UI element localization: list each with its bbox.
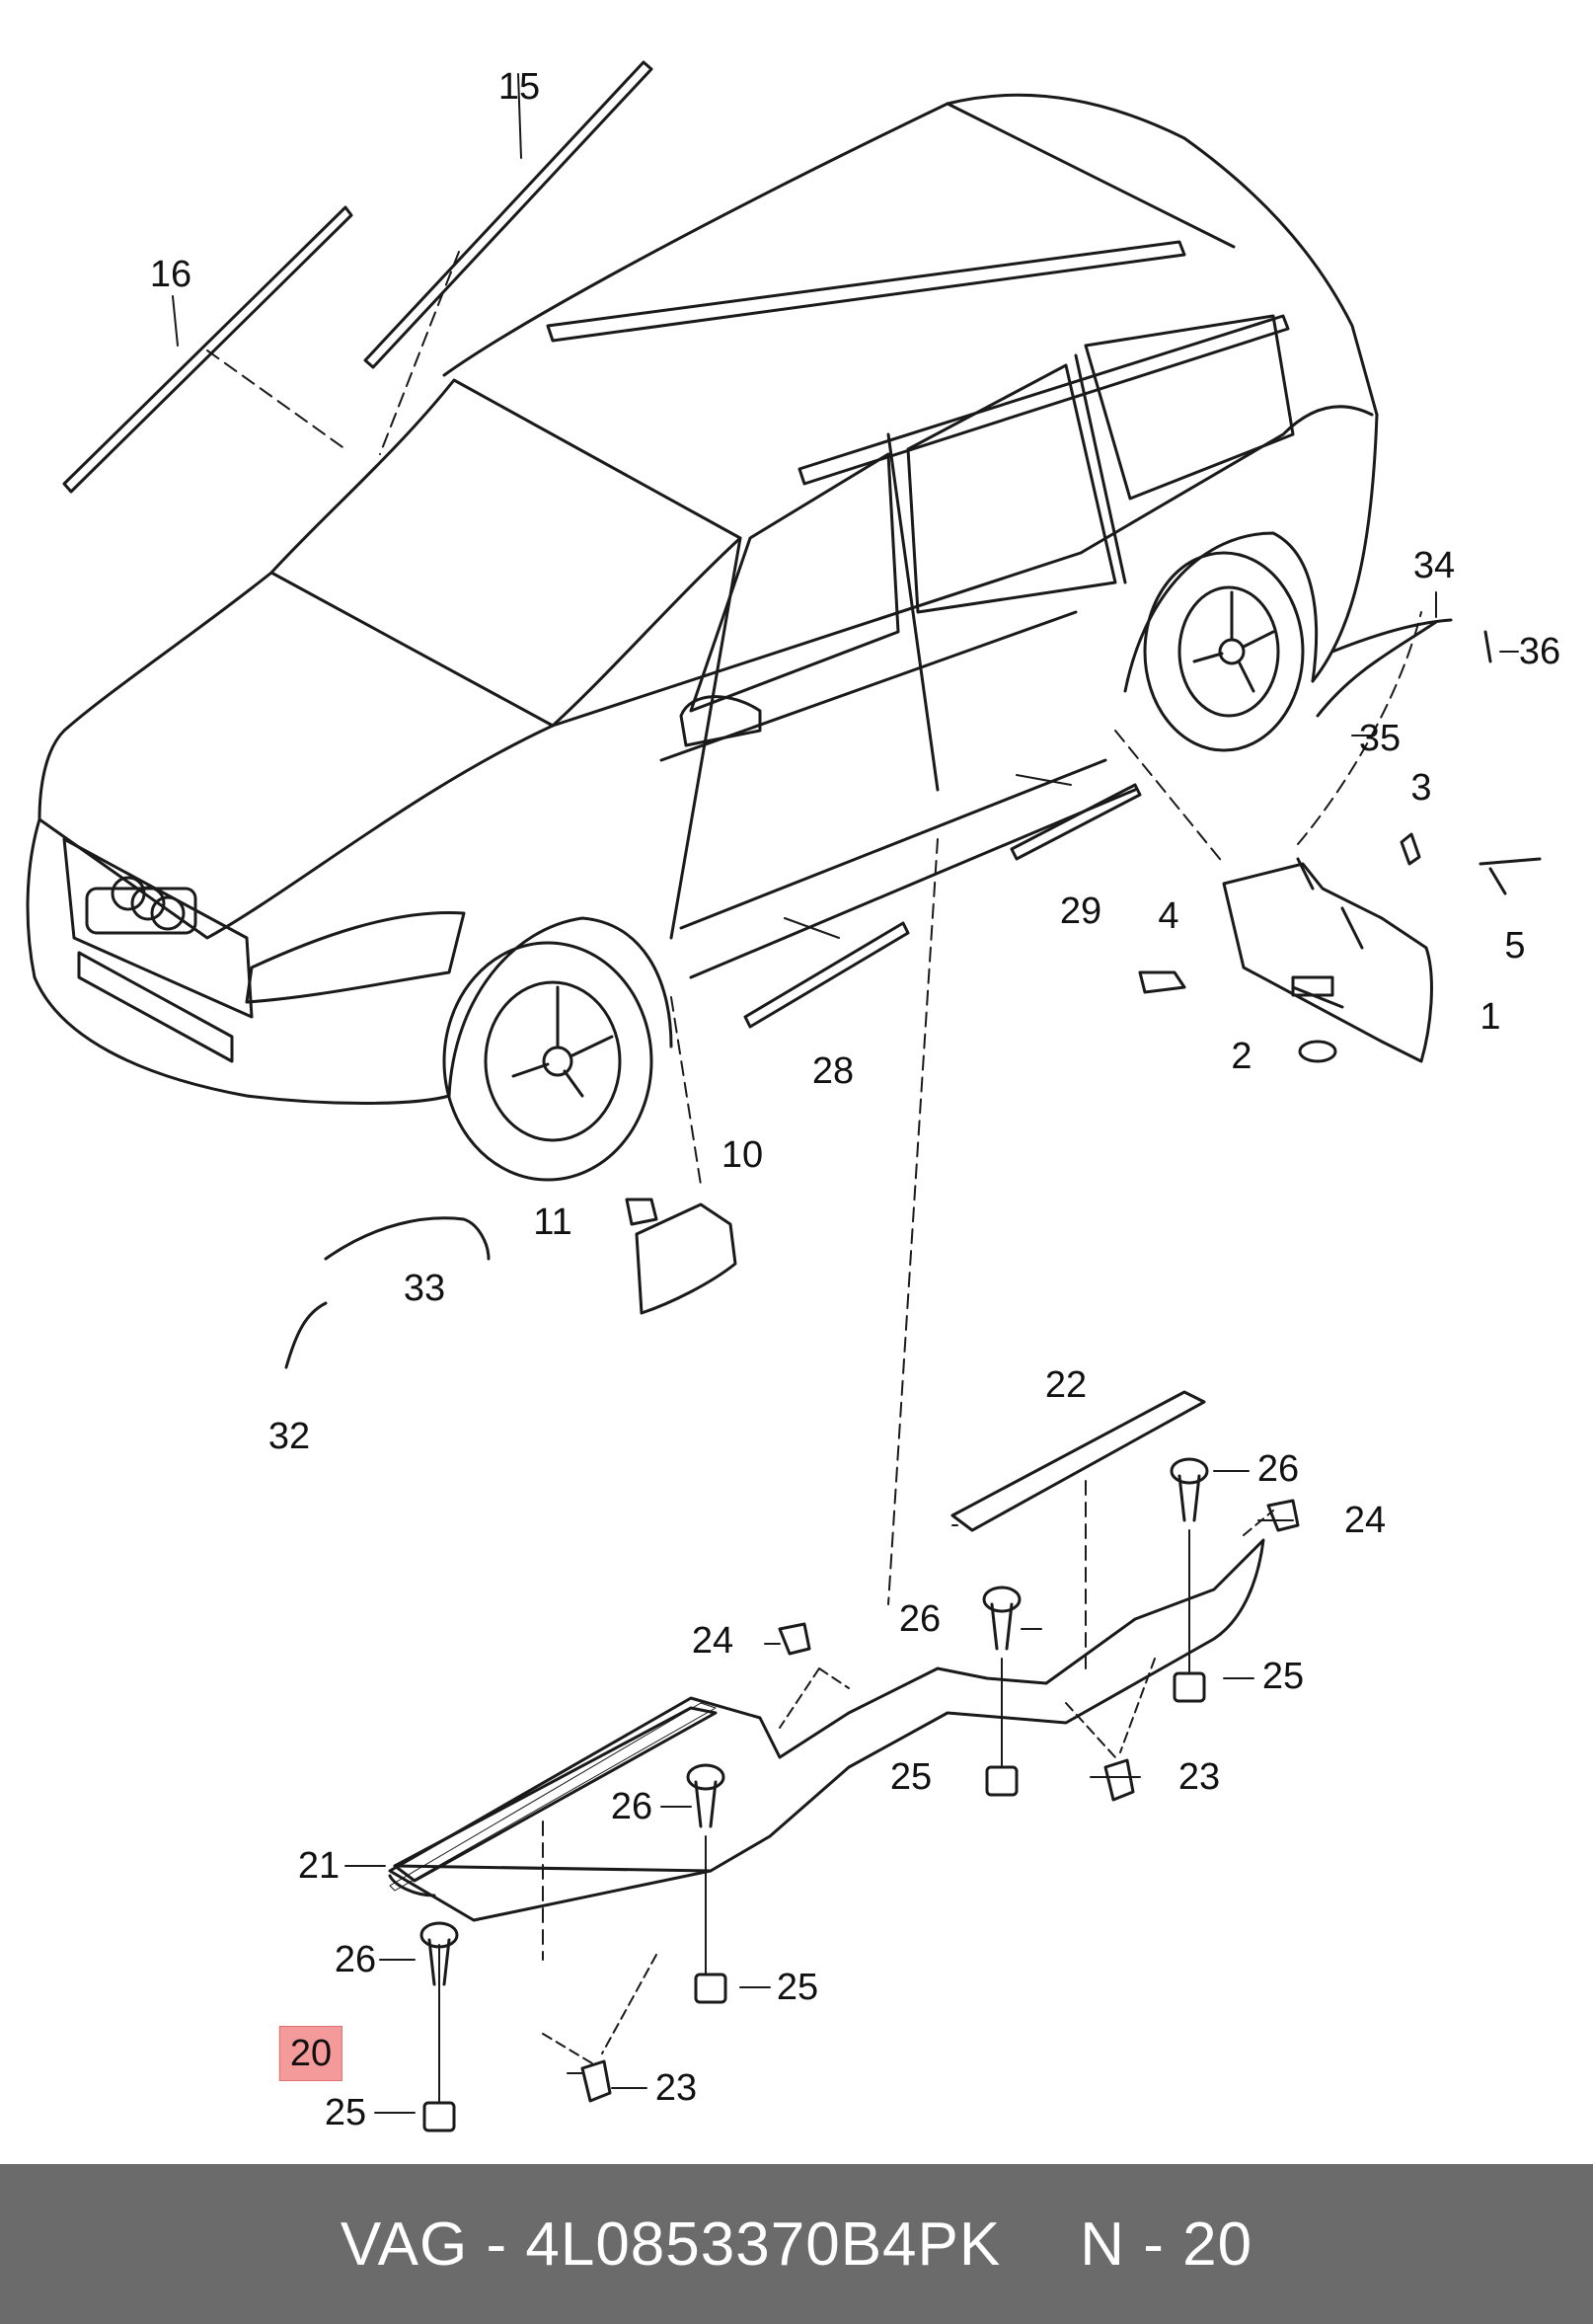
callout-25-center: 25: [776, 1967, 819, 2008]
screws: [419, 1457, 1209, 1986]
reference-number: 20: [1182, 2209, 1253, 2279]
callout-26-mid: 26: [898, 1598, 942, 1640]
roof-strips: [62, 60, 653, 494]
callout-16: 16: [149, 254, 192, 295]
callout-26-top: 26: [1256, 1448, 1300, 1490]
callout-4: 4: [1158, 895, 1179, 937]
callout-26-left: 26: [610, 1786, 653, 1827]
callout-3: 3: [1410, 767, 1432, 809]
nuts: [422, 1671, 1206, 2132]
clips: [580, 1499, 1300, 2103]
brand-separator: -: [486, 2209, 508, 2279]
callout-24-right: 24: [1343, 1500, 1387, 1541]
wheel-arch-parts: [284, 996, 737, 1369]
parts-diagram: 15 16 34 36 35 3 5 4 1 2 29 28 10 11 33 …: [26, 60, 1561, 2133]
part-info-footer: VAG - 4L0853370B4PK N - 20: [0, 2164, 1593, 2324]
callout-11: 11: [533, 1201, 572, 1243]
callout-35: 35: [1358, 718, 1402, 759]
callout-21: 21: [297, 1845, 341, 1887]
sill-assembly: [344, 730, 1300, 2132]
reference-separator: -: [1143, 2209, 1165, 2279]
callout-23-right: 23: [1177, 1756, 1221, 1798]
callout-25-right: 25: [1261, 1656, 1305, 1697]
callout-29: 29: [1059, 891, 1102, 932]
callout-26-bottom: 26: [334, 1939, 377, 1980]
callout-33: 33: [403, 1268, 446, 1309]
callout-1: 1: [1479, 996, 1501, 1038]
callout-36: 36: [1518, 631, 1561, 672]
rear-bracket-parts: [1138, 591, 1542, 1063]
callout-24-left: 24: [691, 1620, 734, 1662]
callout-25-mid: 25: [889, 1756, 933, 1798]
callout-5: 5: [1504, 925, 1526, 967]
brand-label: VAG: [340, 2209, 469, 2279]
callout-32: 32: [267, 1416, 311, 1457]
callout-10: 10: [721, 1134, 764, 1176]
callout-2: 2: [1231, 1036, 1252, 1077]
callout-34: 34: [1412, 545, 1456, 586]
callout-20-highlighted[interactable]: 20: [278, 2026, 343, 2081]
callout-23-bottom: 23: [654, 2067, 698, 2109]
sill-trims-28-29: [743, 774, 1142, 1029]
vehicle-outline: [26, 93, 1379, 1182]
callout-15: 15: [497, 66, 541, 108]
callout-28: 28: [811, 1050, 855, 1092]
callout-25-bottom: 25: [324, 2092, 367, 2133]
exploded-view-drawing: [26, 60, 1542, 2132]
callout-22: 22: [1044, 1364, 1088, 1406]
reference-prefix: N: [1080, 2209, 1126, 2279]
part-number: 4L0853370B4PK: [525, 2209, 1002, 2279]
